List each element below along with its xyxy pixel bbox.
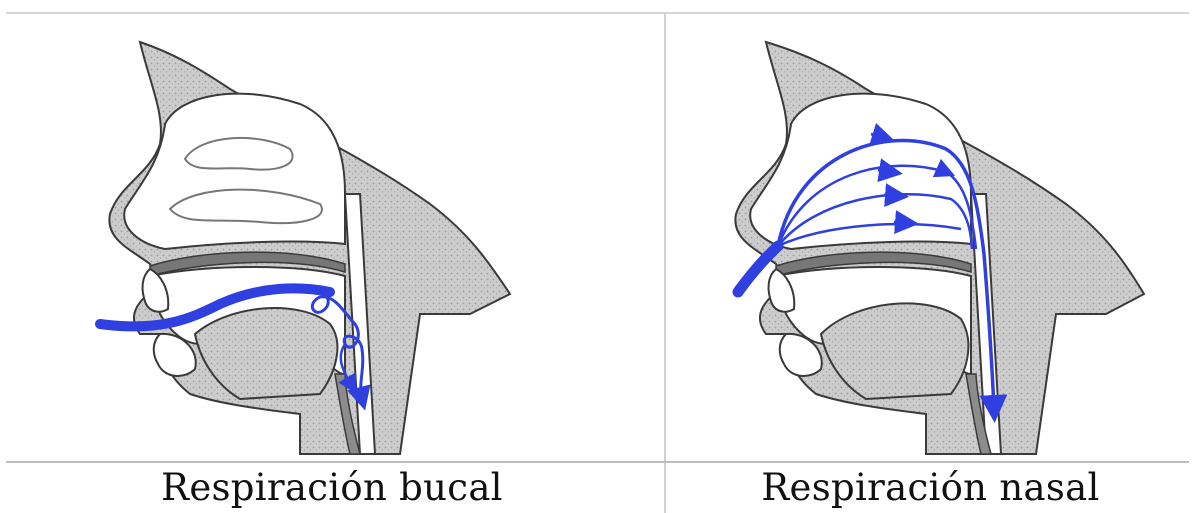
nasal-breathing-caption: Respiración nasal (666, 466, 1195, 510)
airflow-arrow-d (894, 222, 907, 223)
mouth-breathing-panel (0, 14, 664, 461)
airflow-arrow-b (878, 170, 891, 172)
mouth-breathing-illustration (0, 14, 664, 461)
nasal-breathing-illustration (666, 14, 1195, 461)
caption-rule (6, 461, 1189, 463)
airflow-arrow-c (884, 195, 897, 196)
nasal-cavity (124, 94, 345, 249)
nasal-breathing-panel (666, 14, 1195, 461)
mouth-breathing-caption: Respiración bucal (0, 466, 664, 510)
